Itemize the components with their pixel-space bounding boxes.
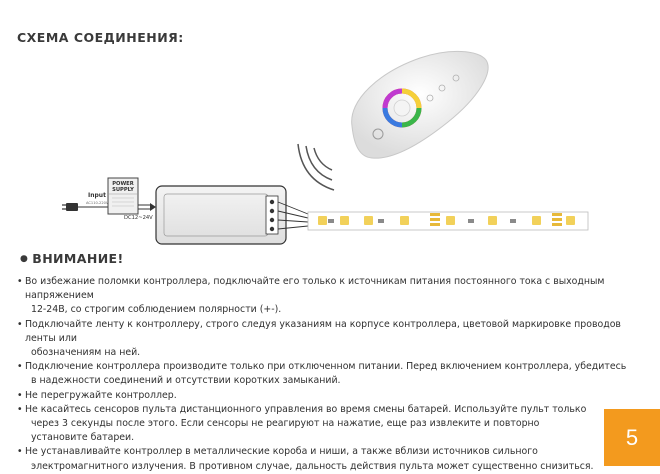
page-number-badge: 5 <box>604 409 660 466</box>
color-wheel-icon <box>382 88 422 128</box>
power-plug-icon <box>62 203 108 211</box>
power-supply-label-1: POWER <box>112 181 133 187</box>
bullet-icon: ● <box>20 254 29 264</box>
power-supply <box>107 177 139 215</box>
remote-control <box>351 50 489 159</box>
input-label: Input <box>88 192 106 199</box>
rgb-controller <box>155 185 287 245</box>
list-item: Не перегружайте контроллер. <box>17 389 648 403</box>
signal-waves-icon <box>297 143 335 191</box>
rules-list: Во избежание поломки контроллера, подклю… <box>17 275 648 474</box>
dc-voltage-label: DC12~24V <box>124 215 153 221</box>
led-strip <box>307 211 589 231</box>
page-title: СХЕМА СОЕДИНЕНИЯ: <box>17 30 184 45</box>
warning-heading: ●ВНИМАНИЕ! <box>20 251 124 266</box>
input-sub-label: AC110-220V <box>86 201 109 205</box>
list-item: Подключение контроллера производите толь… <box>17 360 648 388</box>
list-item: Во избежание поломки контроллера, подклю… <box>17 275 648 318</box>
list-item: Подключайте ленту к контроллеру, строго … <box>17 318 648 361</box>
power-supply-label-2: SUPPLY <box>112 187 134 193</box>
connection-diagram: Input AC110-220V POWER SUPPLY DC12~24V <box>62 50 589 245</box>
list-item: Не касайтесь сенсоров пульта дистанционн… <box>17 403 648 446</box>
list-item: Не устанавливайте контроллер в металличе… <box>17 445 648 473</box>
